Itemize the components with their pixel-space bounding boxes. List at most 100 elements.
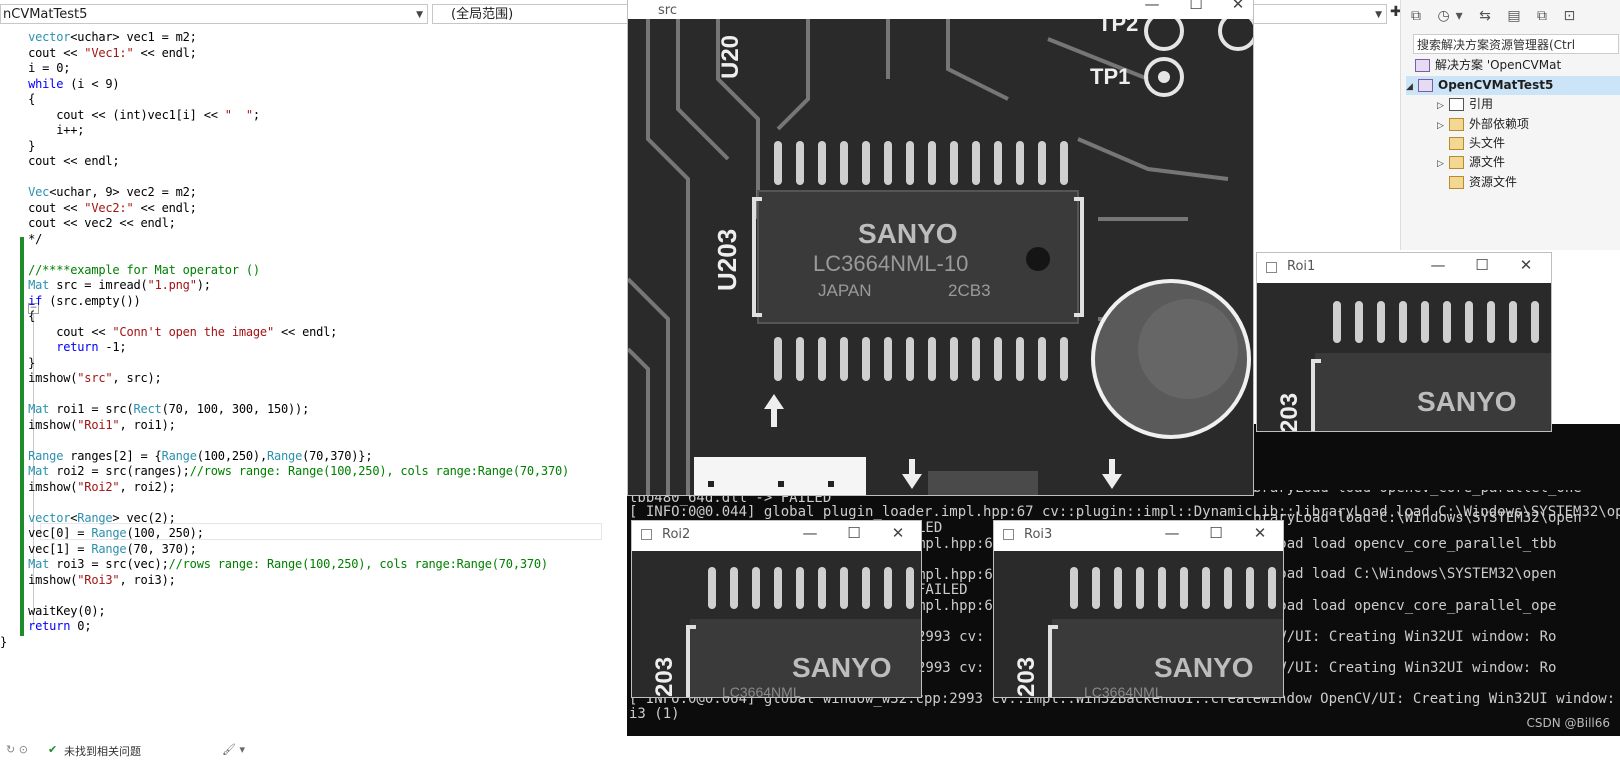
roi2-image: SANYO 203 LC3664NML: [632, 551, 921, 697]
tree-item-resource-files[interactable]: 资源文件: [1449, 173, 1517, 192]
roi1-window[interactable]: Roi1 — ☐ ✕ SANYO 203: [1256, 252, 1552, 432]
code-line[interactable]: [0, 170, 569, 186]
minimize-icon[interactable]: —: [1430, 256, 1446, 274]
code-line[interactable]: vector<uchar> vec1 = m2;: [28, 30, 197, 44]
close-icon[interactable]: ✕: [1519, 256, 1533, 274]
code-line[interactable]: [0, 387, 569, 403]
close-icon[interactable]: ✕: [1253, 524, 1267, 542]
project-combo[interactable]: nCVMatTest5 ▼: [0, 4, 428, 24]
code-line[interactable]: {: [0, 309, 36, 323]
code-line[interactable]: return 0;: [28, 619, 92, 633]
code-line[interactable]: Vec<uchar, 9> vec2 = m2;: [28, 185, 197, 199]
code-line[interactable]: if (src.empty()): [28, 293, 141, 308]
code-line[interactable]: cout << vec2 << endl;: [0, 216, 176, 230]
window-title: Roi3: [1024, 527, 1053, 542]
code-line[interactable]: i = 0;: [0, 61, 71, 75]
code-line[interactable]: }: [0, 355, 36, 370]
minimize-icon[interactable]: —: [1144, 0, 1160, 13]
expand-open-icon[interactable]: ◢: [1406, 82, 1413, 92]
maximize-icon[interactable]: ☐: [1189, 0, 1203, 13]
window-title: Roi2: [662, 527, 691, 542]
solution-explorer: ⧉ ◷▾ ⇆ ▤ ⧉ ⊡ 搜索解决方案资源管理器(Ctrl 解决方案 'Open…: [1400, 0, 1620, 250]
code-line[interactable]: return -1;: [56, 340, 127, 354]
code-line[interactable]: i++;: [0, 123, 85, 137]
split-icon[interactable]: ✚: [1390, 4, 1402, 20]
code-line[interactable]: {: [0, 92, 36, 106]
code-line[interactable]: imshow("Roi1", roi1);: [0, 417, 176, 432]
roi3-title-bar[interactable]: Roi3 — ☐ ✕: [994, 521, 1283, 551]
tree-item-header-files[interactable]: 头文件: [1449, 134, 1505, 153]
code-line[interactable]: vec[1] = Range(70, 370);: [0, 541, 197, 556]
code-line[interactable]: }: [0, 634, 8, 649]
roi3-window[interactable]: Roi3 — ☐ ✕ SANYO 203 LC3664NML: [993, 520, 1284, 698]
src-title-bar[interactable]: src — ☐ ✕: [628, 0, 1253, 19]
code-line[interactable]: Mat roi1 = src(Rect(70, 100, 300, 150));: [28, 402, 310, 416]
tree-item-solution[interactable]: 解决方案 'OpenCVMat: [1415, 56, 1561, 75]
console-line-right: ryLoad load opencv_core_parallel_ope: [1253, 598, 1557, 614]
tree-item-label: 资源文件: [1469, 175, 1518, 189]
code-line[interactable]: cout << (int)vec1[i] << " ";: [0, 107, 260, 122]
code-line[interactable]: vector<Range> vec(2);: [28, 510, 176, 525]
tree-item-label: 解决方案 'OpenCVMat: [1435, 58, 1562, 72]
code-line[interactable]: Mat roi2 = src(ranges);//rows range: Ran…: [28, 464, 570, 478]
close-icon[interactable]: ✕: [891, 524, 905, 542]
code-line[interactable]: cout << "Conn't open the image" << endl;: [0, 324, 338, 339]
tree-item-source-files[interactable]: ▷ 源文件: [1437, 153, 1505, 172]
code-line[interactable]: cout << "Vec1:" << endl;: [0, 45, 197, 60]
console-line-right: enCV/UI: Creating Win32UI window: Ro: [1253, 660, 1557, 676]
maximize-icon[interactable]: ☐: [1209, 524, 1223, 542]
roi1-label: 203: [1276, 393, 1303, 431]
tree-item-external-deps[interactable]: ▷外部依赖项: [1437, 115, 1529, 134]
brush-icon[interactable]: 🖌 ▾: [222, 743, 245, 756]
console-line: mpl.hpp:6: [917, 567, 993, 583]
code-text[interactable]: vector<uchar> vec1 = m2; cout << "Vec1:"…: [0, 30, 569, 650]
minimize-icon[interactable]: —: [802, 524, 818, 542]
fold-guide: [33, 314, 34, 626]
expand-icon[interactable]: ▷: [1437, 121, 1444, 131]
maximize-icon[interactable]: ☐: [1475, 256, 1489, 274]
chip-model: LC3664NML-10: [813, 251, 968, 276]
code-line[interactable]: //****example for Mat operator (): [28, 262, 260, 277]
code-line[interactable]: cout << endl;: [0, 154, 120, 168]
code-line[interactable]: */: [0, 231, 43, 246]
console-line-right: enCV/UI: Creating Win32UI window: Ro: [1253, 629, 1557, 645]
code-line[interactable]: Range ranges[2] = {Range(100,250),Range(…: [28, 448, 373, 463]
code-line[interactable]: Mat roi3 = src(vec);//rows range: Range(…: [28, 557, 548, 571]
expand-icon[interactable]: ▷: [1437, 159, 1444, 169]
roi3-image: SANYO 203 LC3664NML: [994, 551, 1283, 697]
minimize-icon[interactable]: —: [1164, 524, 1180, 542]
console-line-right: ryLoad load opencv_core_parallel_tbb: [1253, 536, 1557, 552]
tree-item-label: 源文件: [1469, 155, 1506, 169]
src-window[interactable]: src — ☐ ✕: [627, 0, 1254, 496]
code-line[interactable]: while (i < 9): [28, 76, 120, 91]
tree-item-references[interactable]: ▷引用: [1437, 95, 1493, 114]
code-line[interactable]: imshow("Roi3", roi3);: [0, 572, 176, 587]
code-line[interactable]: [0, 495, 569, 511]
code-line[interactable]: }: [0, 138, 36, 153]
code-line[interactable]: imshow("src", src);: [0, 371, 162, 385]
code-line[interactable]: [0, 433, 569, 449]
code-line[interactable]: vec[0] = Range(100, 250);: [0, 526, 204, 540]
collapse-icon[interactable]: −: [28, 303, 39, 314]
close-icon[interactable]: ✕: [1231, 0, 1245, 13]
console-line-right: ryLoad load C:\Windows\SYSTEM32\open: [1253, 566, 1557, 582]
maximize-icon[interactable]: ☐: [847, 524, 861, 542]
folder-icon: [1449, 137, 1464, 150]
problems-text[interactable]: 未找到相关问题: [64, 745, 141, 758]
explorer-toolbar-icons[interactable]: ⧉ ◷▾ ⇆ ▤ ⧉ ⊡: [1411, 8, 1582, 24]
explorer-search-input[interactable]: 搜索解决方案资源管理器(Ctrl: [1413, 34, 1619, 54]
code-line[interactable]: Mat src = imread("1.png");: [28, 278, 211, 292]
expand-icon[interactable]: ▷: [1437, 101, 1444, 111]
zoom-icon[interactable]: ↻ ⊙: [6, 743, 28, 756]
code-line[interactable]: cout << "Vec2:" << endl;: [0, 200, 197, 215]
code-line[interactable]: [0, 588, 569, 604]
roi2-title-bar[interactable]: Roi2 — ☐ ✕: [632, 521, 921, 551]
tree-item-project[interactable]: ◢OpenCVMatTest5: [1406, 76, 1620, 95]
roi2-window[interactable]: Roi2 — ☐ ✕ SANYO 203 LC3664NML: [631, 520, 922, 698]
roi1-title-bar[interactable]: Roi1 — ☐ ✕: [1257, 253, 1551, 283]
pcb-image: SANYO LC3664NML-10 JAPAN 2CB3 U203 U20 T…: [628, 19, 1253, 495]
code-line[interactable]: [0, 247, 569, 263]
window-title: Roi1: [1287, 259, 1316, 274]
code-line[interactable]: imshow("Roi2", roi2);: [0, 479, 176, 494]
code-line[interactable]: waitKey(0);: [0, 603, 106, 618]
